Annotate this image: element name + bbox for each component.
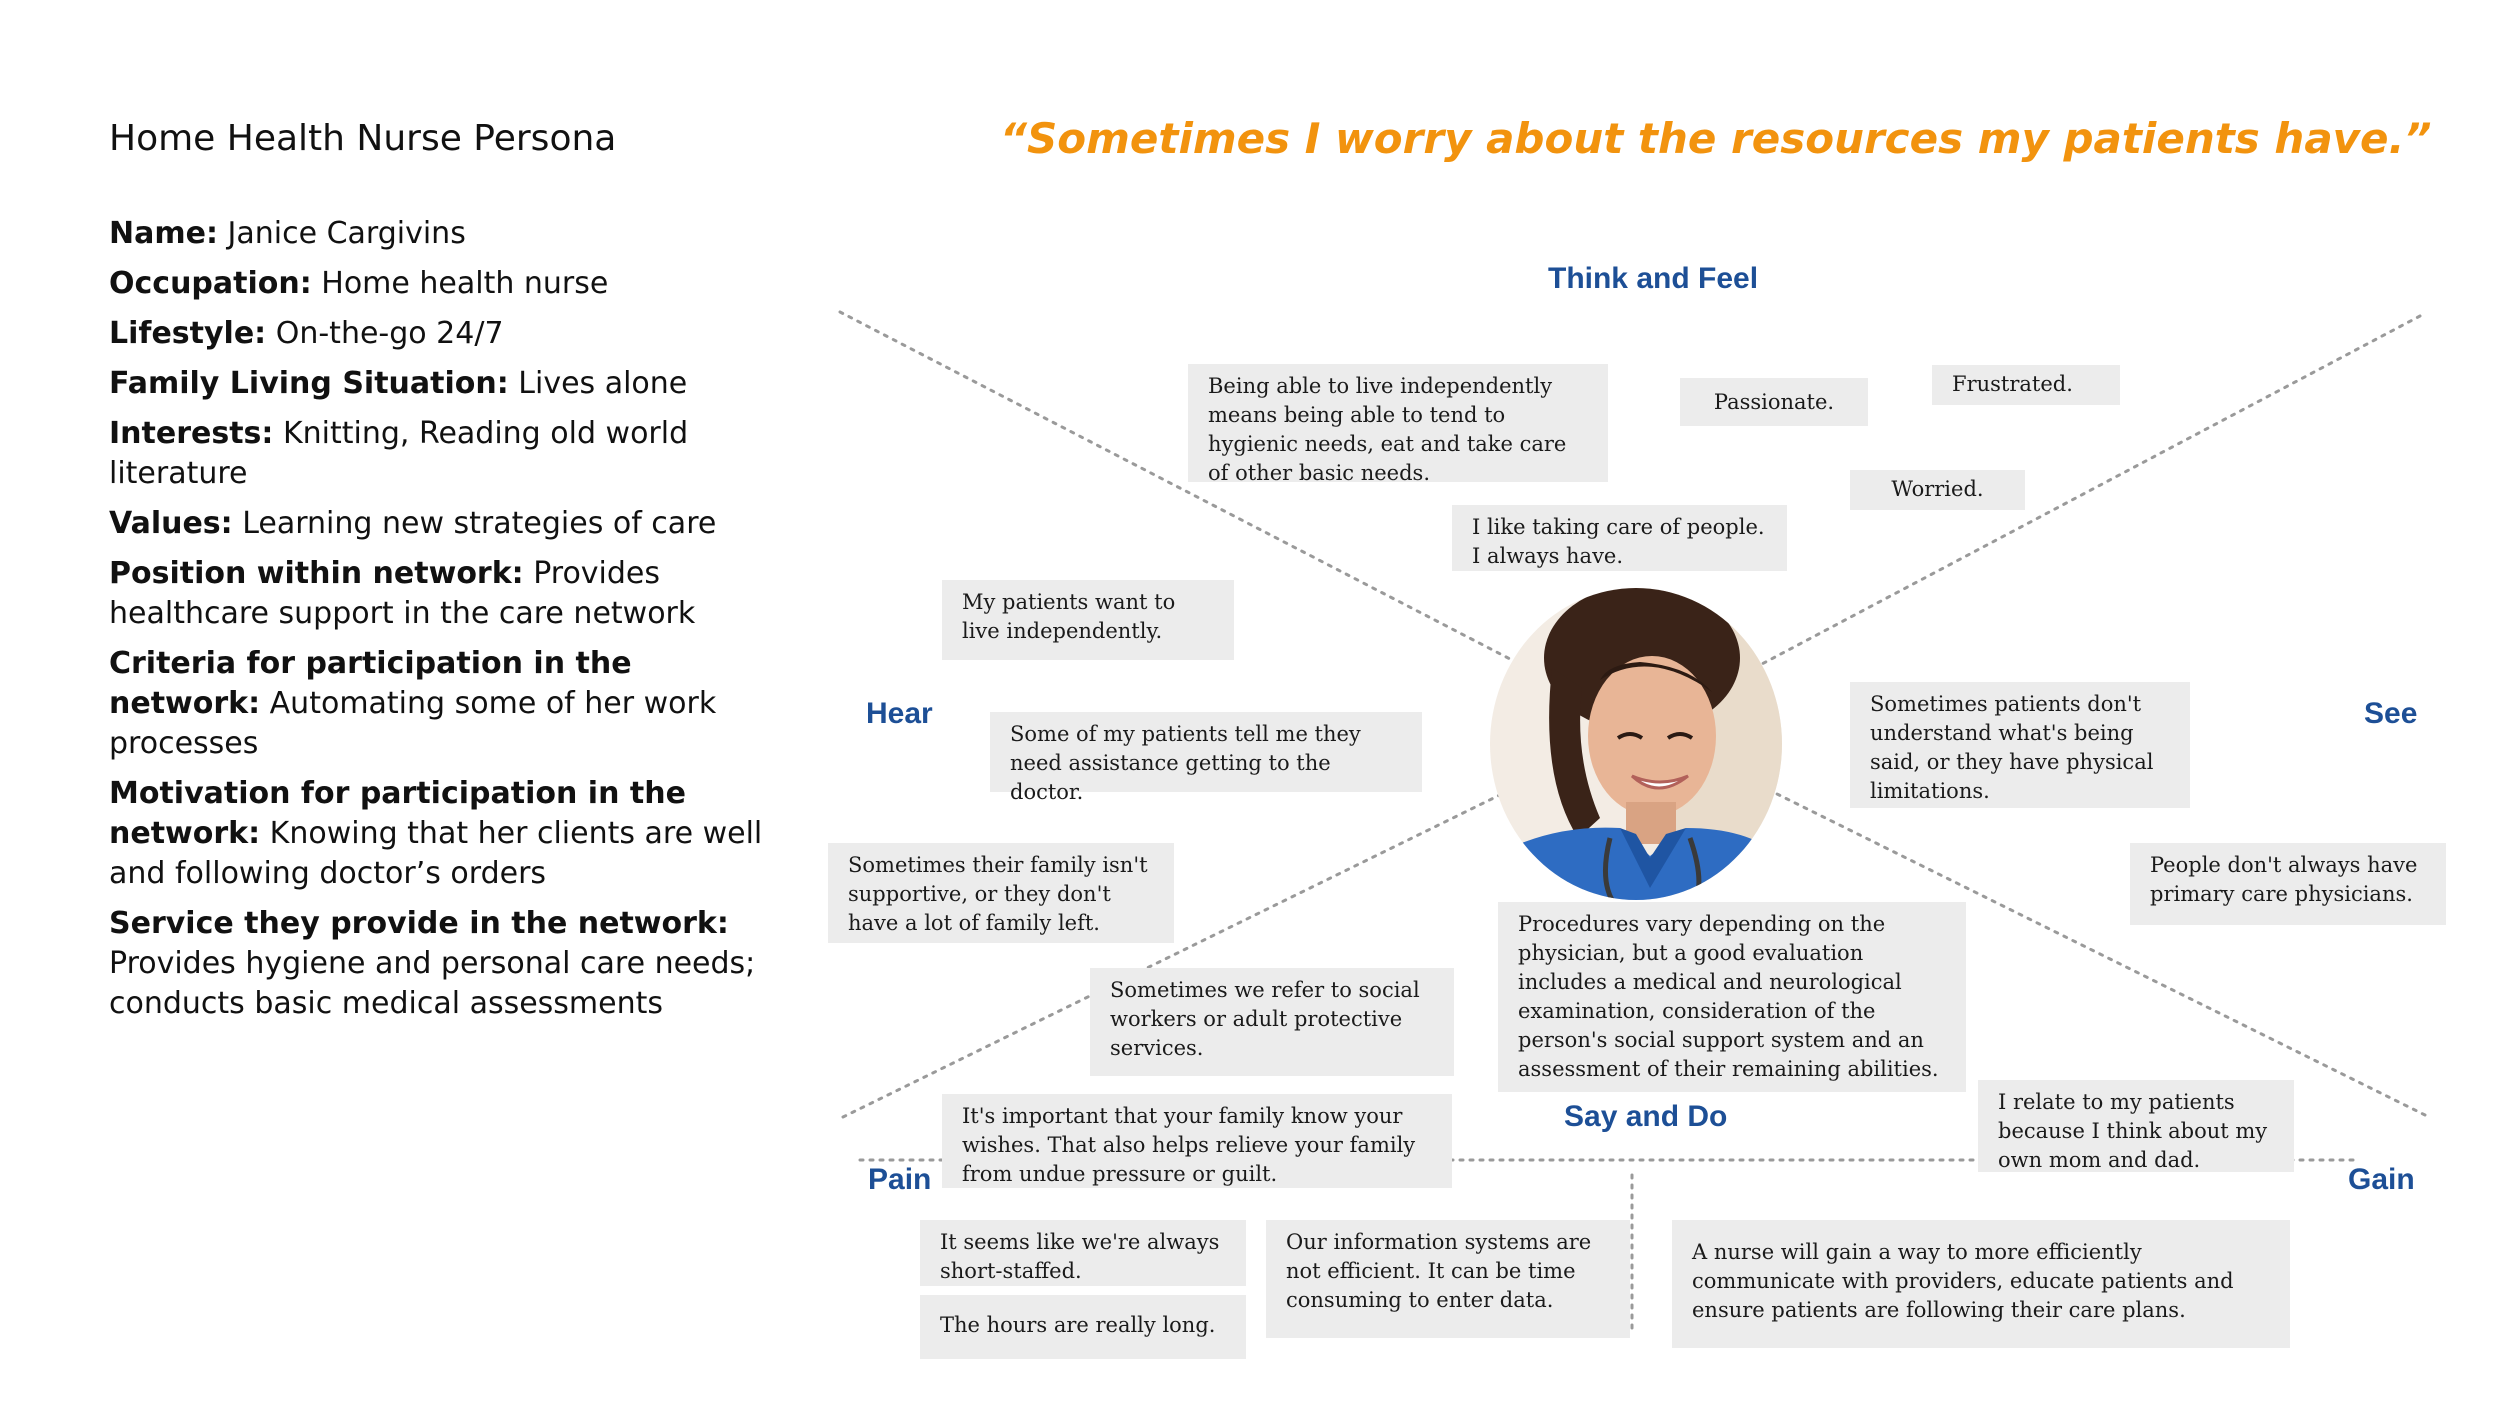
field-label: Interests: xyxy=(109,416,274,451)
note-say-do-family-wishes: It's important that your family know you… xyxy=(942,1094,1452,1188)
field-value: Janice Cargivins xyxy=(217,216,466,251)
note-see-physical-limitations: Sometimes patients don't understand what… xyxy=(1850,682,2190,808)
field-interests: Interests: Knitting, Reading old world l… xyxy=(109,414,769,494)
field-value: Knowing that her clients are well and fo… xyxy=(109,816,763,891)
note-pain-information-systems: Our information systems are not efficien… xyxy=(1266,1220,1630,1338)
note-hear-family-support: Sometimes their family isn't supportive,… xyxy=(828,843,1174,943)
field-criteria: Criteria for participation in the networ… xyxy=(109,644,769,764)
field-value: Learning new strategies of care xyxy=(232,506,717,541)
nurse-portrait-icon xyxy=(1490,588,1782,900)
field-label: Service they provide in the network: xyxy=(109,906,729,941)
note-think-feel-worried: Worried. xyxy=(1850,470,2025,510)
field-label: Occupation: xyxy=(109,266,312,301)
field-label: Family Living Situation: xyxy=(109,366,509,401)
field-value: Lives alone xyxy=(508,366,688,401)
nurse-portrait-svg xyxy=(1490,588,1782,900)
note-see-primary-care: People don't always have primary care ph… xyxy=(2130,843,2446,925)
field-value: Home health nurse xyxy=(311,266,609,301)
field-label: Position within network: xyxy=(109,556,524,591)
field-value: Knitting, Reading old world literature xyxy=(109,416,689,491)
note-hear-live-independently: My patients want to live independently. xyxy=(942,580,1234,660)
field-label: Lifestyle: xyxy=(109,316,267,351)
field-occupation: Occupation: Home health nurse xyxy=(109,264,769,304)
field-value: On-the-go 24/7 xyxy=(266,316,504,351)
field-label: Values: xyxy=(109,506,233,541)
note-think-feel-like-care: I like taking care of people. I always h… xyxy=(1452,505,1787,571)
note-pain-long-hours: The hours are really long. xyxy=(920,1295,1246,1359)
note-think-feel-passionate: Passionate. xyxy=(1680,378,1868,426)
note-hear-assistance-doctor: Some of my patients tell me they need as… xyxy=(990,712,1422,804)
label-say-and-do: Say and Do xyxy=(1564,1100,1728,1133)
field-values: Values: Learning new strategies of care xyxy=(109,504,769,544)
note-gain-communication: A nurse will gain a way to more efficien… xyxy=(1672,1220,2290,1348)
field-value: Automating some of her work processes xyxy=(109,686,717,761)
field-service: Service they provide in the network: Pro… xyxy=(109,904,769,1024)
persona-quote: “Sometimes I worry about the resources m… xyxy=(1000,114,2432,163)
field-label: Motivation for participation in the netw… xyxy=(109,776,686,851)
label-gain: Gain xyxy=(2348,1163,2415,1196)
field-family-living: Family Living Situation: Lives alone xyxy=(109,364,769,404)
note-think-feel-frustrated: Frustrated. xyxy=(1932,365,2120,405)
label-think-and-feel: Think and Feel xyxy=(1548,262,1759,295)
note-say-do-procedures: Procedures vary depending on the physici… xyxy=(1498,902,1966,1092)
persona-title: Home Health Nurse Persona xyxy=(109,118,617,159)
note-say-do-social-workers: Sometimes we refer to social workers or … xyxy=(1090,968,1454,1076)
label-hear: Hear xyxy=(866,697,933,730)
persona-fields: Name: Janice Cargivins Occupation: Home … xyxy=(109,214,769,1034)
divider-top-right xyxy=(1758,314,2422,667)
field-value: Provides healthcare support in the care … xyxy=(109,556,696,631)
field-motivation: Motivation for participation in the netw… xyxy=(109,774,769,894)
note-pain-short-staffed: It seems like we're always short-staffed… xyxy=(920,1220,1246,1286)
field-value: Provides hygiene and personal care needs… xyxy=(109,946,756,1021)
field-label: Name: xyxy=(109,216,218,251)
divider-bottom-left xyxy=(841,788,1512,1119)
note-say-do-relate-patients: I relate to my patients because I think … xyxy=(1978,1080,2294,1172)
field-lifestyle: Lifestyle: On-the-go 24/7 xyxy=(109,314,769,354)
field-label: Criteria for participation in the networ… xyxy=(109,646,632,721)
note-think-feel-independence: Being able to live independently means b… xyxy=(1188,364,1608,485)
label-pain: Pain xyxy=(868,1163,932,1196)
divider-bottom-right xyxy=(1773,791,2427,1117)
divider-top-left xyxy=(838,310,1514,662)
field-position: Position within network: Provides health… xyxy=(109,554,769,634)
label-see: See xyxy=(2364,697,2418,730)
field-name: Name: Janice Cargivins xyxy=(109,214,769,254)
